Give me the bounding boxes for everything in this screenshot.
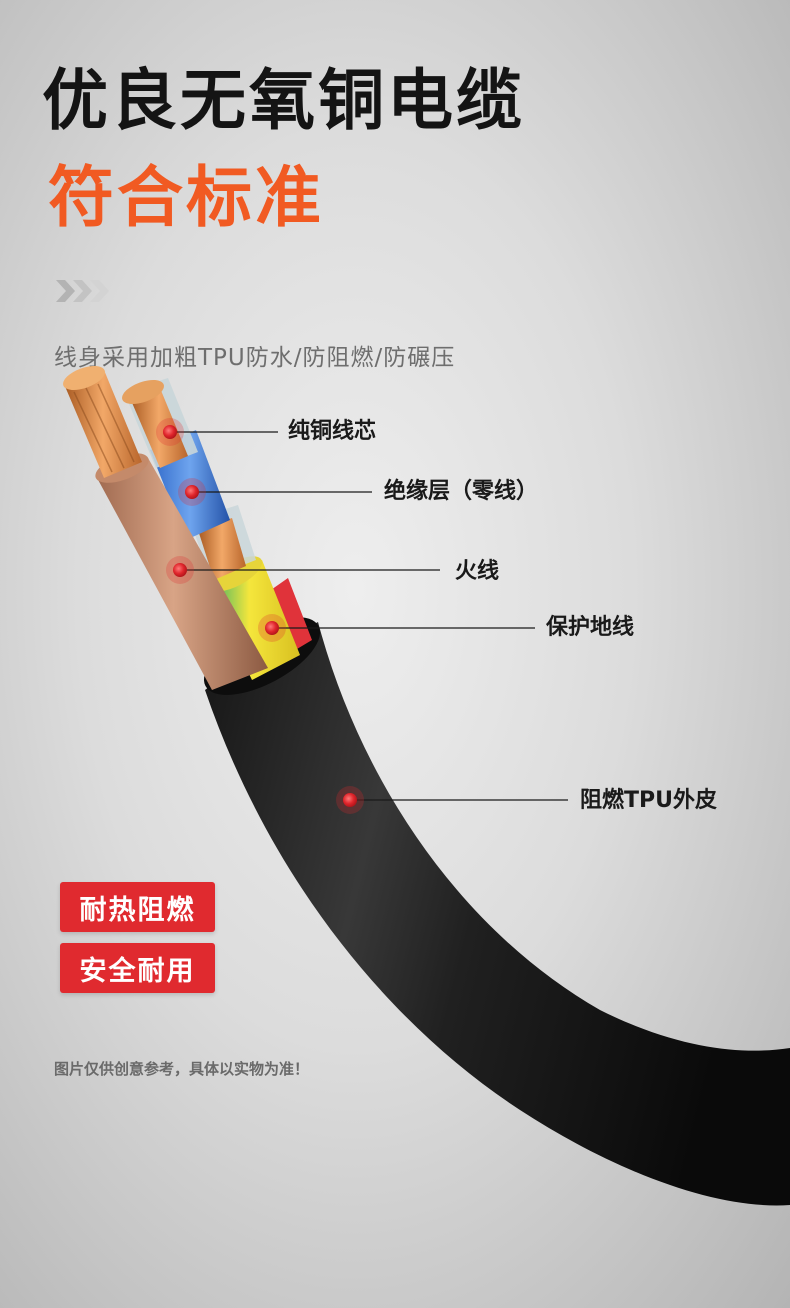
callout-earth-wire: 保护地线 [546,615,635,640]
badge-safe-durable: 安全耐用 [60,943,215,993]
chevrons-icon [56,280,109,302]
callout-jacket: 阻燃TPU外皮 [580,788,717,813]
callout-insulation: 绝缘层（零线） [384,479,539,504]
marker-live-wire [166,556,194,584]
badge-heat-flame-resistant: 耐热阻燃 [60,882,215,932]
product-description: 线身采用加粗TPU防水/防阻燃/防碾压 [54,345,456,371]
page-subtitle: 符合标准 [48,159,324,236]
marker-jacket [336,786,364,814]
callout-live-wire: 火线 [455,559,500,584]
callout-copper-core: 纯铜线芯 [288,419,377,444]
marker-earth-wire [258,614,286,642]
marker-insulation [178,478,206,506]
marker-copper-core [156,418,184,446]
page-title: 优良无氧铜电缆 [42,62,525,139]
disclaimer: 图片仅供创意参考，具体以实物为准！ [54,1060,310,1078]
